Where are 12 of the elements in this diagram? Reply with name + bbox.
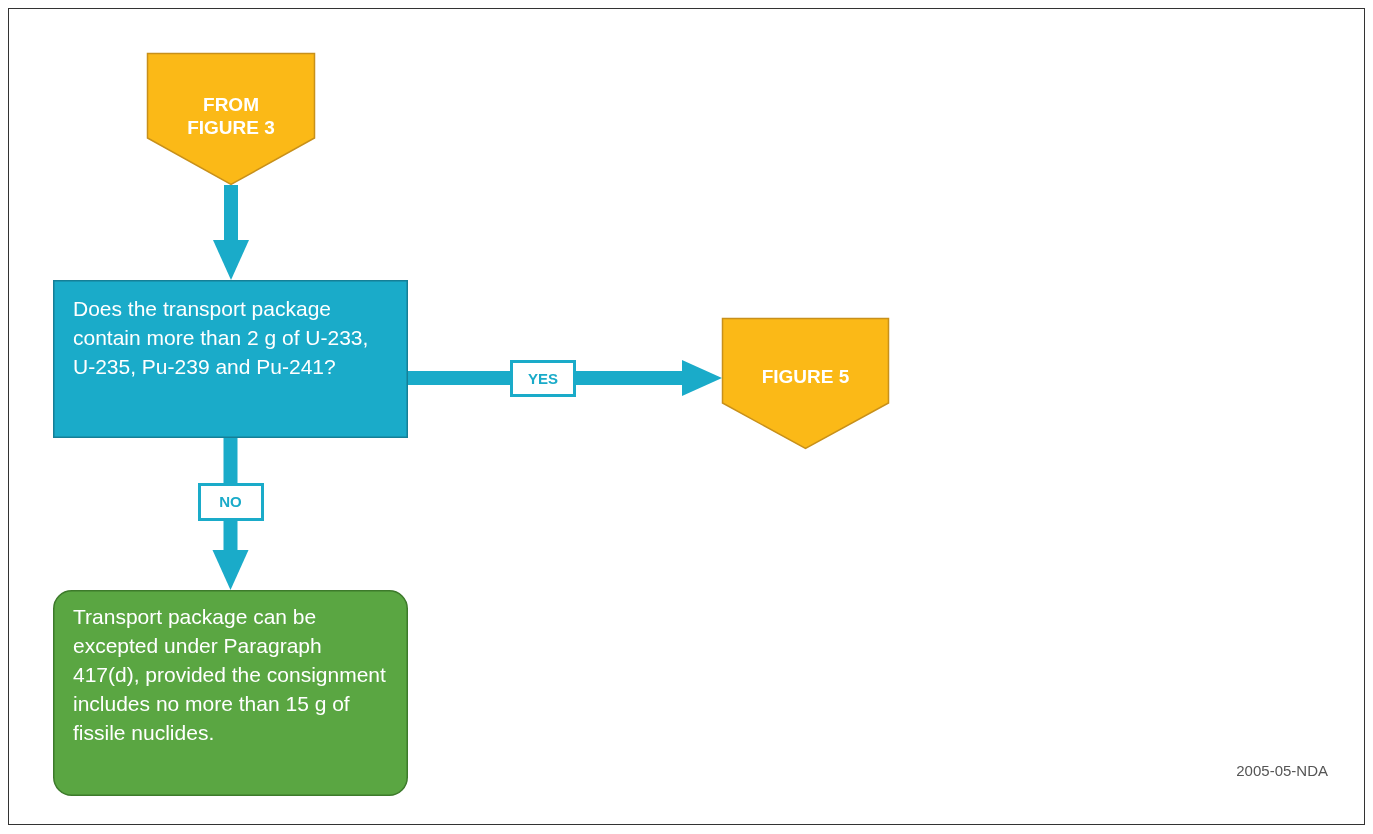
box-text: Does the transport package contain more than 2 g of U-233, U-235, Pu-239 and Pu-241?: [73, 296, 370, 380]
connector-label: FIGURE 5: [760, 365, 851, 388]
offpage-connector: [722, 318, 889, 449]
decision-box: [53, 280, 408, 438]
edge-label: YES: [510, 359, 576, 397]
document-code: 2005-05-NDA: [1236, 762, 1328, 779]
terminal-box: [53, 590, 408, 796]
connector-label: FROM FIGURE 3: [186, 93, 276, 139]
box-text: Transport package can be excepted under Paragraph 417(d), provided the consignment includes no more than 15 g of fissile nuclides.: [73, 604, 387, 746]
offpage-connector: [147, 53, 315, 185]
flow-arrow: [213, 185, 249, 280]
edge-label: NO: [197, 482, 264, 521]
